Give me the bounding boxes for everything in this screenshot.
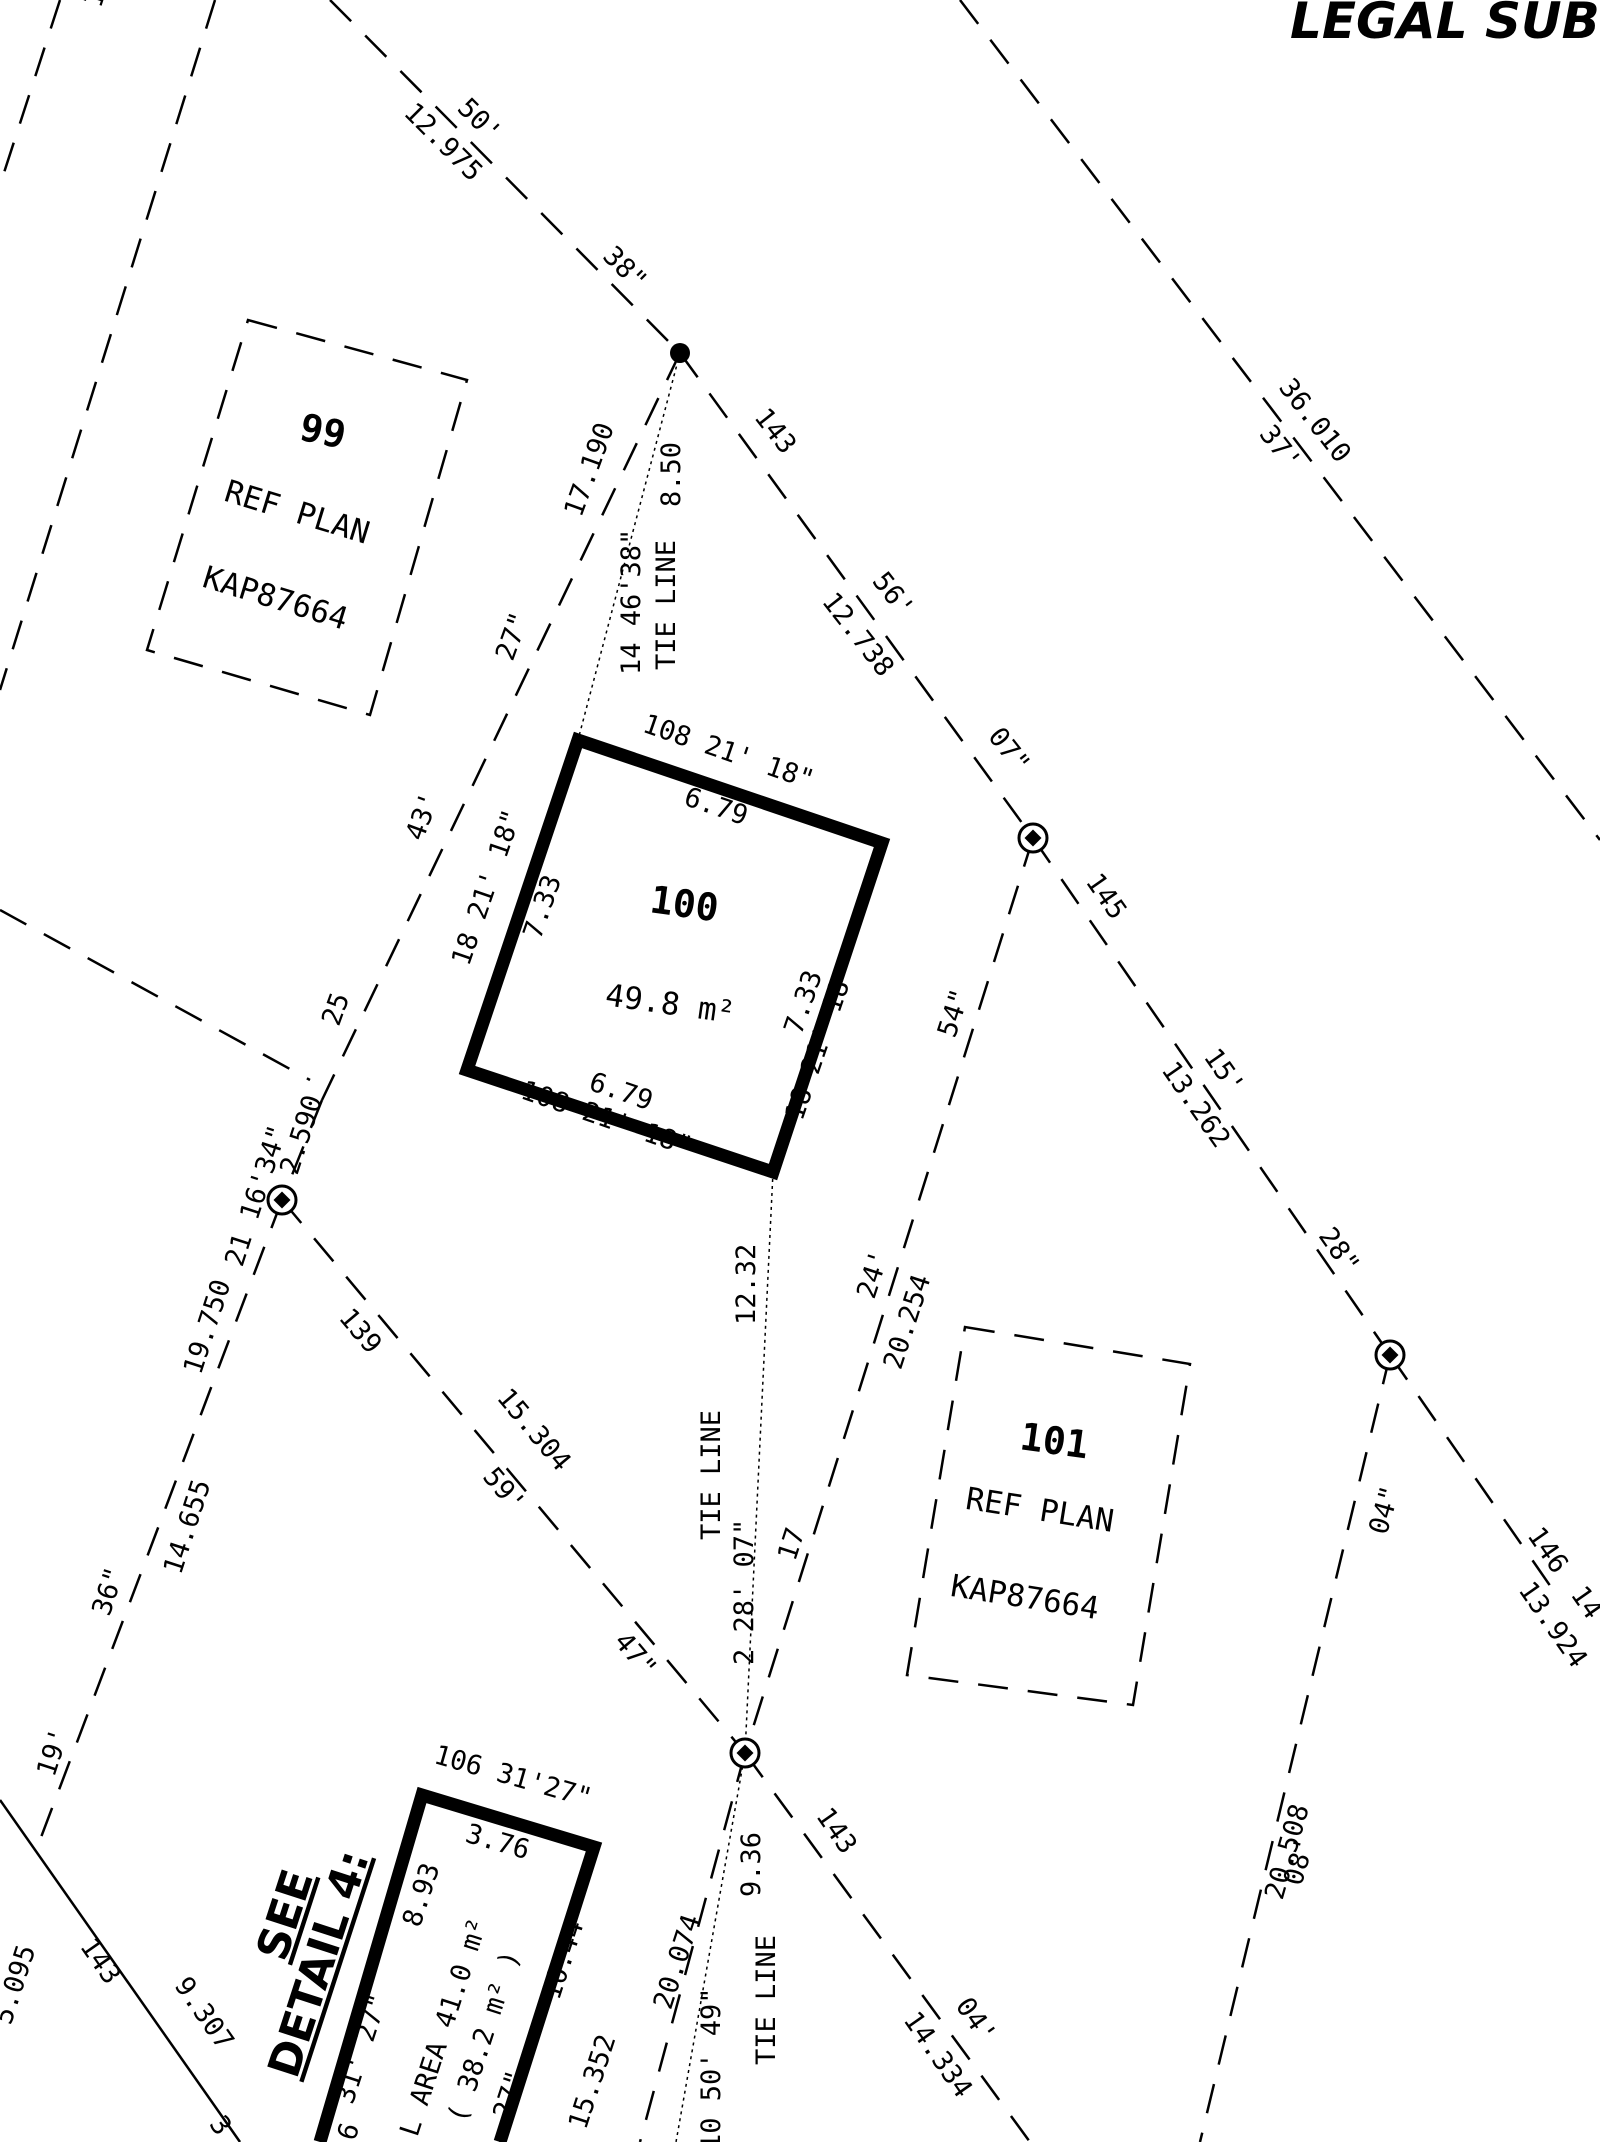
- boundary-label: 54": [932, 985, 977, 1041]
- boundary-label: 143: [748, 402, 802, 460]
- boundary-label: 15.352: [563, 2031, 623, 2133]
- monument-marker: [1017, 822, 1049, 854]
- plan-number: KAP87664: [199, 559, 352, 637]
- monument-marker: [266, 1184, 298, 1216]
- detail-lot-outline: [313, 1786, 603, 2142]
- boundary-label: 56': [866, 566, 920, 624]
- boundary-label: 59': [476, 1462, 531, 1519]
- boundary-label: 14: [1564, 1581, 1600, 1625]
- boundary-label: 43': [400, 788, 446, 844]
- boundary-label: 15.304: [490, 1383, 576, 1478]
- tie-distance: 8.50: [656, 442, 687, 507]
- monument-marker: [729, 1737, 761, 1769]
- boundary-label: 146: [1521, 1522, 1574, 1580]
- ref-plan-label: REF PLAN: [220, 474, 373, 552]
- detail-fragment: 6: [332, 2119, 367, 2142]
- boundary-label: 19.750: [178, 1276, 238, 1378]
- lot-number: 100: [647, 877, 721, 930]
- plan-title: LEGAL SUB: [1290, 0, 1600, 50]
- boundary-label: 47": [608, 1626, 663, 1683]
- lot-number: 99: [296, 405, 350, 458]
- tie-distance: 9.36: [736, 1832, 767, 1897]
- lot-area: 49.8 m²: [603, 977, 737, 1031]
- tie-label: TIE LINE: [751, 1935, 782, 2065]
- tie-lines: [577, 352, 774, 2142]
- tie-bearing: 10 50' 49": [696, 1987, 727, 2142]
- lot-99-outline: [145, 318, 469, 717]
- tie-label: TIE LINE: [651, 540, 682, 670]
- boundary-label: 28": [1312, 1222, 1365, 1280]
- boundary-label: 1: [78, 0, 113, 11]
- boundary-label: 27": [490, 608, 536, 664]
- boundary-label: 139: [332, 1303, 387, 1360]
- boundary-label: 9.307: [168, 1971, 240, 2055]
- tie-bearing: 2 28' 07": [729, 1519, 760, 1665]
- lot-101-outline: [905, 1325, 1192, 1707]
- detail-right-distance: 10.44: [536, 1917, 591, 2004]
- boundary-label: 20.254: [878, 1271, 938, 1373]
- ref-plan-label: REF PLAN: [963, 1481, 1116, 1540]
- detail-lot-labels: 106 31'27" 3.76 8.93 10.44 L AREA 41.0 m…: [330, 1740, 596, 2142]
- lot-100-outline: [458, 731, 891, 1181]
- boundary-label: 3: [203, 2110, 238, 2141]
- boundary-label: 14.655: [158, 1476, 218, 1578]
- boundary-label: 38": [597, 240, 653, 296]
- lot-101-label: 101 REF PLAN KAP87664: [948, 1414, 1116, 1627]
- found-pin-marker: [670, 343, 690, 363]
- lot-number: 101: [1017, 1414, 1091, 1467]
- boundary-label: 36": [86, 1563, 131, 1619]
- detail-fragment: 31' 27": [330, 1990, 395, 2108]
- boundary-label: 25: [316, 989, 356, 1030]
- tie-label: TIE LINE: [696, 1410, 727, 1540]
- boundary-label: 143: [73, 1932, 126, 1990]
- top-bearing: 108 21' 18": [639, 709, 818, 797]
- boundary-label: 145: [1079, 868, 1132, 926]
- tie-bearing: 14 46'38": [616, 529, 647, 675]
- boundary-label: 37': [1253, 419, 1307, 477]
- boundary-label: 17.190: [558, 419, 620, 521]
- boundary-label: 19': [31, 1724, 76, 1780]
- lot-100-label: 100 49.8 m²: [603, 877, 737, 1031]
- plan-number: KAP87664: [948, 1568, 1101, 1627]
- boundary-label: 07": [982, 722, 1036, 780]
- boundary-label: 04": [1363, 1483, 1406, 1538]
- lot-99-label: 99 REF PLAN KAP87664: [199, 405, 374, 638]
- tie-distance: 12.32: [731, 1244, 762, 1325]
- monument-marker: [1374, 1339, 1406, 1371]
- boundary-label: 5.095: [0, 1941, 42, 2028]
- tie-line-labels: 14 46'38" TIE LINE 8.50 12.32 TIE LINE 2…: [616, 442, 782, 2142]
- survey-monuments: [266, 343, 1406, 1769]
- road-boundary-line: [0, 1799, 242, 2142]
